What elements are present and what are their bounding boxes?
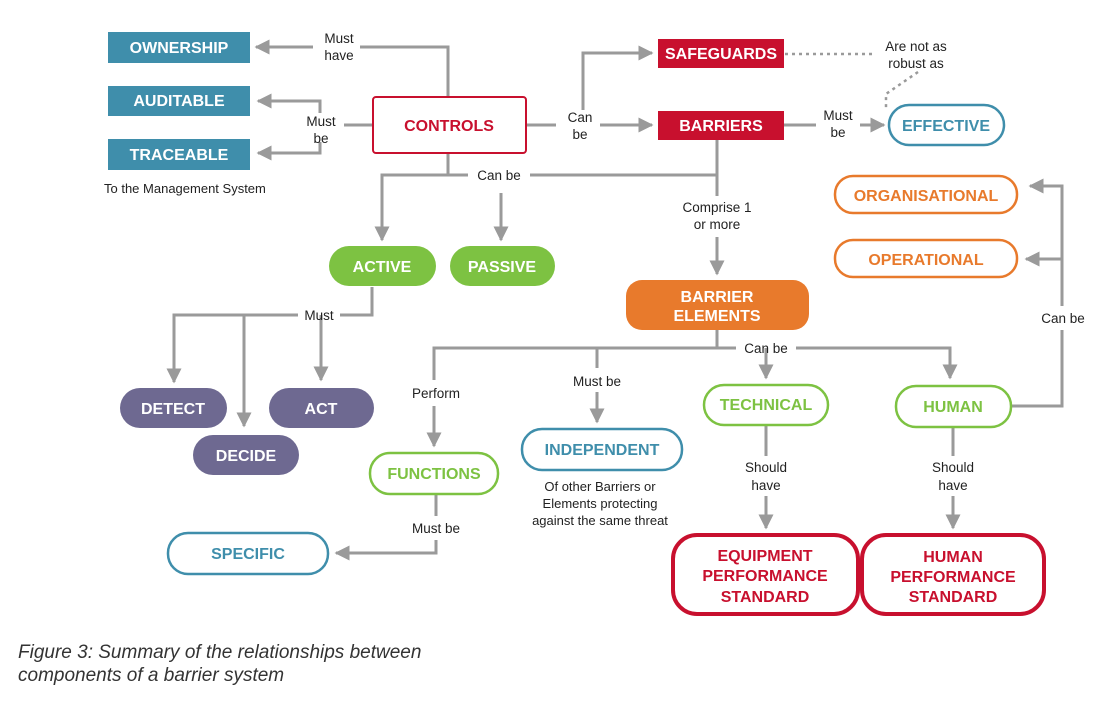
- node-decide-label: DECIDE: [216, 448, 277, 465]
- figure-caption-line-1: Figure 3: Summary of the relationships b…: [18, 642, 422, 663]
- label-not-robust-1: Are not as: [885, 39, 947, 54]
- label-comprise-1: Comprise 1: [682, 200, 751, 215]
- arrow-organisational: [1028, 178, 1064, 306]
- node-organisational: ORGANISATIONAL: [833, 174, 1019, 215]
- node-active-label: ACTIVE: [353, 259, 412, 276]
- label-should-have-human-1: Should: [932, 460, 974, 475]
- independent-note-line-2: Elements protecting: [542, 496, 658, 511]
- node-human: HUMAN: [894, 384, 1013, 429]
- node-functions-label: FUNCTIONS: [387, 466, 481, 483]
- node-ownership: OWNERSHIP: [108, 32, 250, 63]
- node-human-std-label-2: PERFORMANCE: [890, 569, 1016, 586]
- node-act-label: ACT: [305, 401, 338, 418]
- arrow-human: [796, 346, 958, 380]
- node-safeguards-label: SAFEGUARDS: [665, 46, 777, 63]
- label-must-be-2: be: [313, 131, 328, 146]
- connector-controls-canbe-down: [446, 153, 468, 177]
- arrow-traceable: [256, 142, 322, 161]
- label-should-have-human-2: have: [938, 478, 967, 493]
- node-technical: TECHNICAL: [702, 383, 830, 427]
- node-independent: INDEPENDENT: [520, 427, 684, 472]
- node-decide: DECIDE: [193, 435, 299, 475]
- node-ownership-label: OWNERSHIP: [130, 40, 229, 57]
- node-independent-label: INDEPENDENT: [545, 442, 660, 459]
- node-traceable: TRACEABLE: [108, 139, 250, 170]
- node-human-std-label-3: STANDARD: [909, 589, 998, 606]
- node-detect-label: DETECT: [141, 401, 205, 418]
- node-auditable-label: AUDITABLE: [133, 93, 225, 110]
- node-human-performance-standard: HUMAN PERFORMANCE STANDARD: [860, 533, 1046, 616]
- node-active: ACTIVE: [329, 246, 436, 286]
- node-human-std-label-1: HUMAN: [923, 549, 983, 566]
- arrow-safeguards: [581, 45, 654, 110]
- node-safeguards: SAFEGUARDS: [658, 39, 784, 68]
- figure-caption-line-2: components of a barrier system: [18, 665, 285, 686]
- figure-caption: Figure 3: Summary of the relationships b…: [18, 641, 538, 687]
- connector-human-canbe: [1011, 330, 1064, 408]
- label-must-have-1: Must: [324, 31, 354, 46]
- node-detect: DETECT: [120, 388, 227, 428]
- node-equipment-label-3: STANDARD: [721, 589, 810, 606]
- connector-elements-perform: [432, 330, 719, 380]
- label-comprise-2: or more: [694, 217, 741, 232]
- label-must-active: Must: [304, 308, 334, 323]
- label-must-be-functions: Must be: [412, 521, 460, 536]
- label-must-have-2: have: [324, 48, 353, 63]
- label-perform: Perform: [412, 386, 460, 401]
- independent-note-line-1: Of other Barriers or: [544, 479, 656, 494]
- independent-note-line-3: against the same threat: [532, 513, 668, 528]
- node-auditable: AUDITABLE: [108, 86, 250, 116]
- node-controls: CONTROLS: [372, 96, 527, 154]
- connector-active-must: [340, 287, 374, 317]
- node-equipment-label-2: PERFORMANCE: [702, 568, 828, 585]
- label-can-be-right: Can be: [1041, 311, 1085, 326]
- node-barriers-label: BARRIERS: [679, 118, 763, 135]
- arrow-detect: [166, 313, 298, 384]
- node-barrier-elements-label-2: ELEMENTS: [673, 308, 760, 325]
- independent-note: Of other Barriers or Elements protecting…: [500, 478, 700, 529]
- label-should-have-tech-2: have: [751, 478, 780, 493]
- node-organisational-label: ORGANISATIONAL: [854, 188, 999, 205]
- node-passive-label: PASSIVE: [468, 259, 537, 276]
- label-must-be-independent: Must be: [573, 374, 621, 389]
- arrow-specific: [334, 540, 438, 561]
- arrow-auditable: [256, 93, 322, 113]
- node-act: ACT: [269, 388, 374, 428]
- label-not-robust-2: robust as: [888, 56, 944, 71]
- node-operational-label: OPERATIONAL: [868, 252, 983, 269]
- node-technical-label: TECHNICAL: [720, 397, 813, 414]
- node-equipment-label-1: EQUIPMENT: [717, 548, 812, 565]
- node-barrier-elements: BARRIER ELEMENTS: [626, 280, 809, 330]
- node-effective-label: EFFECTIVE: [902, 118, 990, 135]
- label-must-be-1: Must: [306, 114, 336, 129]
- label-can-be-ctrl-1: Can: [568, 110, 593, 125]
- dotted-connector-robust: [785, 52, 919, 108]
- node-barriers: BARRIERS: [658, 111, 784, 140]
- connectors: [166, 39, 1064, 561]
- label-can-be-ctrl-2: be: [572, 127, 587, 142]
- node-passive: PASSIVE: [450, 246, 555, 286]
- node-effective: EFFECTIVE: [887, 103, 1006, 147]
- node-human-label: HUMAN: [923, 399, 983, 416]
- node-functions: FUNCTIONS: [368, 451, 500, 496]
- label-must-be-barriers-1: Must: [823, 108, 853, 123]
- node-controls-label: CONTROLS: [404, 118, 494, 135]
- edge-labels: Must have Must be Can be Are not as robu…: [304, 31, 1084, 536]
- node-specific: SPECIFIC: [166, 531, 330, 576]
- node-barrier-elements-label-1: BARRIER: [681, 289, 754, 306]
- arrow-active: [374, 173, 468, 242]
- node-operational: OPERATIONAL: [833, 238, 1019, 279]
- label-can-be-controls: Can be: [477, 168, 521, 183]
- connector-controls-ownership: [360, 45, 450, 97]
- label-can-be-elements: Can be: [744, 341, 788, 356]
- management-system-note: To the Management System: [104, 181, 266, 196]
- node-traceable-label: TRACEABLE: [130, 147, 229, 164]
- label-should-have-tech-1: Should: [745, 460, 787, 475]
- node-equipment-performance-standard: EQUIPMENT PERFORMANCE STANDARD: [671, 533, 860, 616]
- node-specific-label: SPECIFIC: [211, 546, 285, 563]
- label-must-be-barriers-2: be: [830, 125, 845, 140]
